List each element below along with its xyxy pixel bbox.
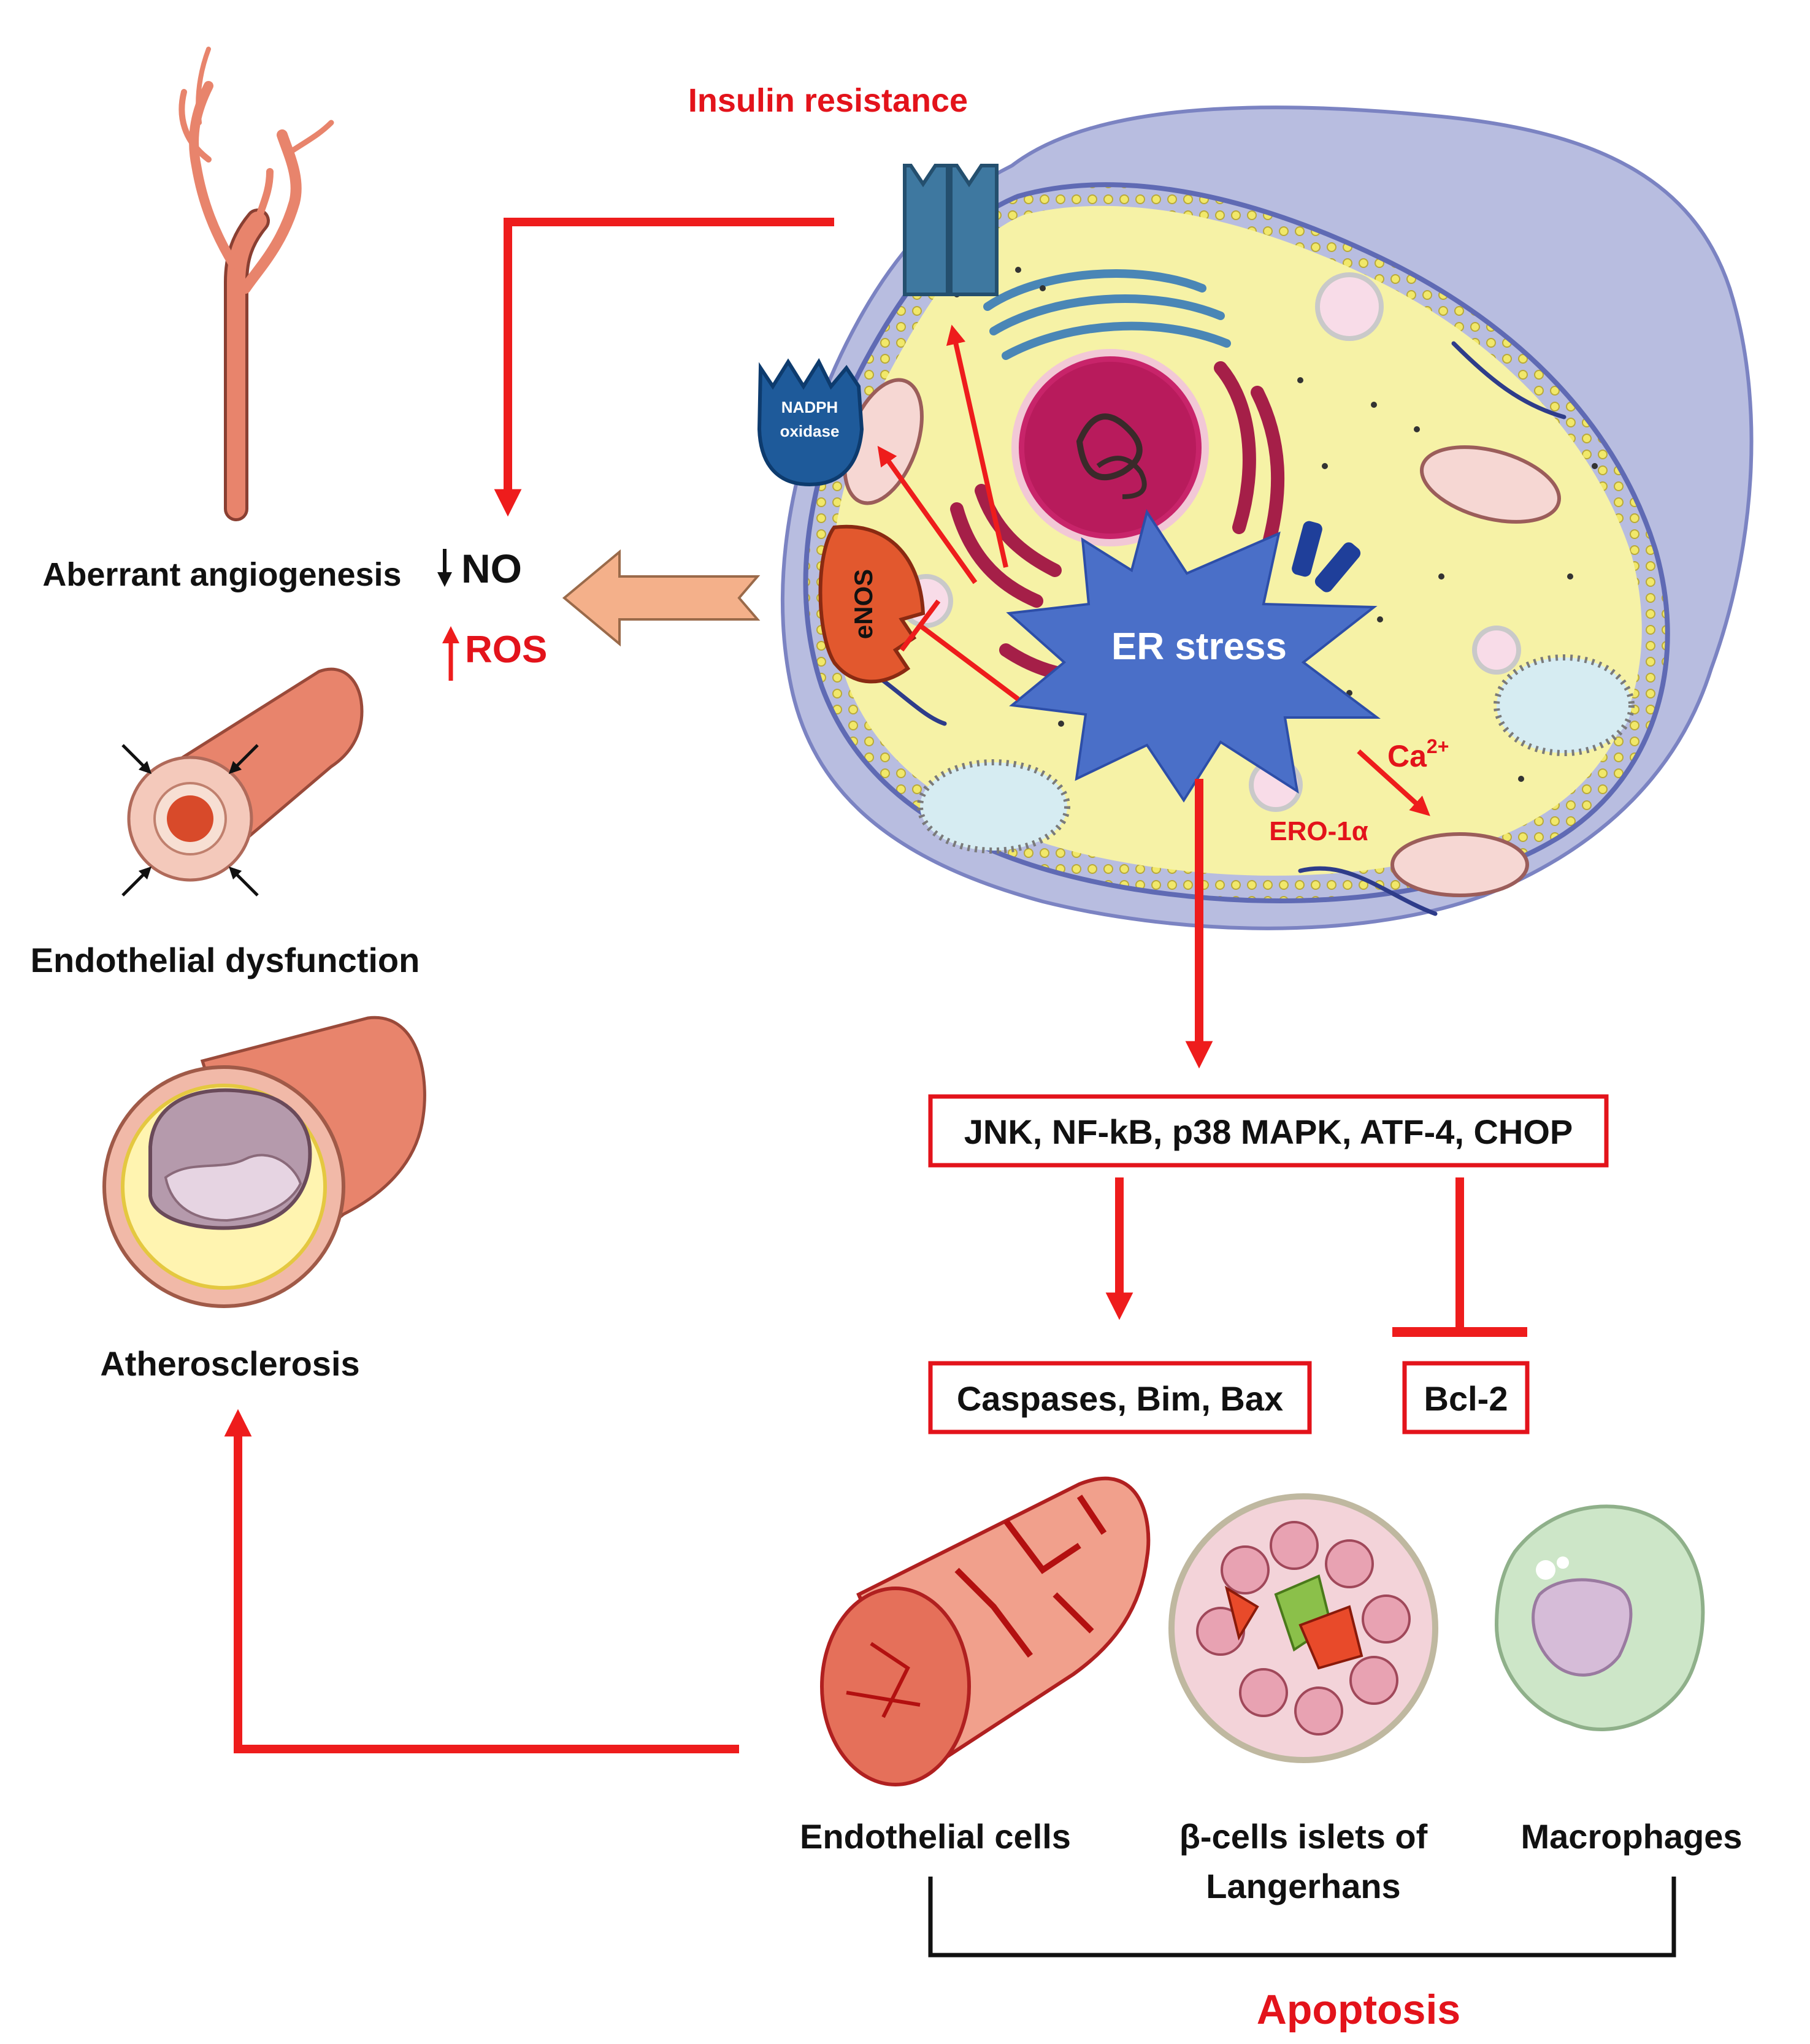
arrow-er-to-nadph [877, 445, 978, 584]
aberrant-angiogenesis-label: Aberrant angiogenesis [42, 556, 401, 593]
er-stress-label: ER stress [1111, 626, 1287, 668]
calcium-charge: 2+ [1427, 735, 1449, 757]
nucleus-icon [1011, 349, 1209, 546]
constriction-arrows-icon [121, 744, 259, 897]
channel-icon [1292, 521, 1361, 592]
endothelium-tube-icon [820, 1476, 1151, 1786]
signaling-box-label: JNK, NF-kB, p38 MAPK, ATF-4, CHOP [964, 1112, 1573, 1151]
arrow-endothelial-to-atherosclerosis [224, 1409, 739, 1753]
nadph-label-line2: oxidase [780, 422, 840, 440]
insulin-receptor-icon [903, 164, 999, 296]
big-arrow-cell-to-left [562, 549, 761, 647]
islet-icon [1168, 1493, 1438, 1763]
insulin-resistance-label: Insulin resistance [688, 82, 968, 119]
nadph-oxidase-icon [757, 358, 864, 487]
enos-label: eNOS [849, 569, 878, 639]
atherosclerosis-label: Atherosclerosis [100, 1344, 359, 1383]
beta-cells-label-line2: Langerhans [1206, 1867, 1400, 1905]
artery-icon [127, 667, 364, 882]
cytoskeleton-icon [881, 341, 1566, 916]
arrow-ca-to-mitochondrion [1357, 749, 1430, 816]
calcium-symbol: Ca [1387, 739, 1427, 773]
bcl2-box-label: Bcl-2 [1424, 1379, 1508, 1418]
inhibition-er-to-enos [918, 623, 1020, 702]
arrow-er-to-receptor [946, 324, 1008, 568]
macrophages-label: Macrophages [1521, 1817, 1743, 1856]
mitochondrion-icon-bottom [1390, 832, 1529, 897]
inhibition-bar-enos [899, 599, 941, 652]
arrow-receptor-to-no [494, 218, 834, 517]
macrophage-icon [1494, 1504, 1705, 1731]
endothelial-dysfunction-label: Endothelial dysfunction [31, 941, 420, 979]
signaling-box [928, 1094, 1609, 1168]
caspases-box [928, 1361, 1312, 1434]
endothelial-cell-illustration [757, 105, 1754, 930]
blood-vessel-icon [178, 47, 334, 521]
vacuole-icon [917, 654, 1635, 854]
golgi-apparatus-icon [983, 269, 1231, 360]
apoptosis-bracket [928, 1877, 1676, 1958]
ros-label: ROS [465, 629, 547, 671]
calcium-label: Ca2+ [1387, 735, 1449, 773]
enos-icon [818, 524, 926, 684]
bcl2-box [1402, 1361, 1530, 1434]
no-label: NO [461, 546, 522, 591]
atherosclerotic-artery-icon [102, 1016, 426, 1308]
nadph-label-line1: NADPH [781, 398, 838, 416]
ero1a-label: ERO-1α [1269, 816, 1368, 846]
er-stress-burst [1006, 509, 1381, 803]
apoptosis-label: Apoptosis [1257, 1986, 1460, 2033]
caspases-box-label: Caspases, Bim, Bax [957, 1379, 1283, 1418]
beta-cells-label-line1: β-cells islets of [1179, 1817, 1428, 1856]
mitochondrion-icon-right [1420, 445, 1561, 524]
endothelial-cells-label: Endothelial cells [800, 1817, 1071, 1856]
